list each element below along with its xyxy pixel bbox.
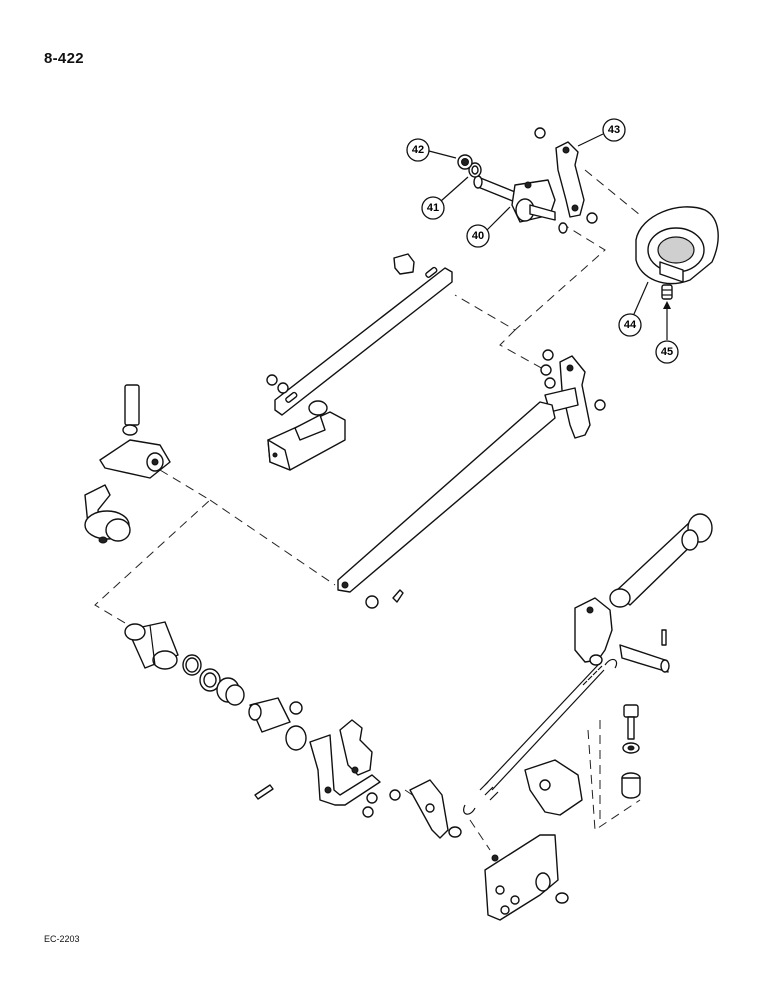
fork-block (267, 400, 346, 471)
callout-label-41: 41 (427, 202, 439, 214)
spring-rod (463, 658, 618, 815)
lever-bracket (309, 719, 381, 818)
bushing (216, 677, 245, 706)
callout-44: 44 (618, 281, 649, 337)
washer-41 (468, 162, 482, 178)
shift-shaft (124, 621, 179, 670)
washer-42 (457, 154, 473, 170)
callout-label-42: 42 (412, 144, 424, 156)
snap-ring-2 (199, 668, 221, 692)
control-lever (574, 597, 613, 666)
shift-cam (84, 484, 131, 544)
snap-ring-1 (182, 654, 202, 676)
small-lever (389, 779, 462, 839)
shaft-40 (473, 175, 556, 223)
clevis-pin (619, 629, 670, 673)
control-shaft (609, 513, 713, 608)
detent-spring (122, 384, 140, 436)
assembly-lines (94, 169, 641, 851)
callout-label-43: 43 (608, 124, 620, 136)
detent-block (99, 439, 171, 479)
upper-link-rod (266, 253, 453, 416)
collar-44 (635, 206, 719, 285)
callout-41: 41 (421, 176, 469, 220)
page-number: 8-422 (44, 50, 84, 67)
callout-label-44: 44 (624, 319, 637, 331)
lever-43 (534, 127, 598, 234)
pin (248, 697, 291, 733)
callout-label-45: 45 (661, 346, 673, 358)
bolt-spacer (621, 772, 641, 799)
long-link-rod (337, 401, 556, 609)
callout-42: 42 (406, 138, 457, 162)
spacer (285, 701, 307, 751)
screw-45 (661, 284, 673, 300)
figure-code: EC-2203 (44, 934, 80, 944)
bolt (622, 704, 640, 754)
cotter-pin (254, 784, 274, 800)
callout-43: 43 (577, 118, 626, 147)
callout-label-40: 40 (472, 230, 484, 242)
selector-lever (540, 349, 606, 439)
callout-45: 45 (655, 301, 679, 364)
mounting-plate (484, 759, 583, 921)
callout-40: 40 (466, 206, 511, 248)
